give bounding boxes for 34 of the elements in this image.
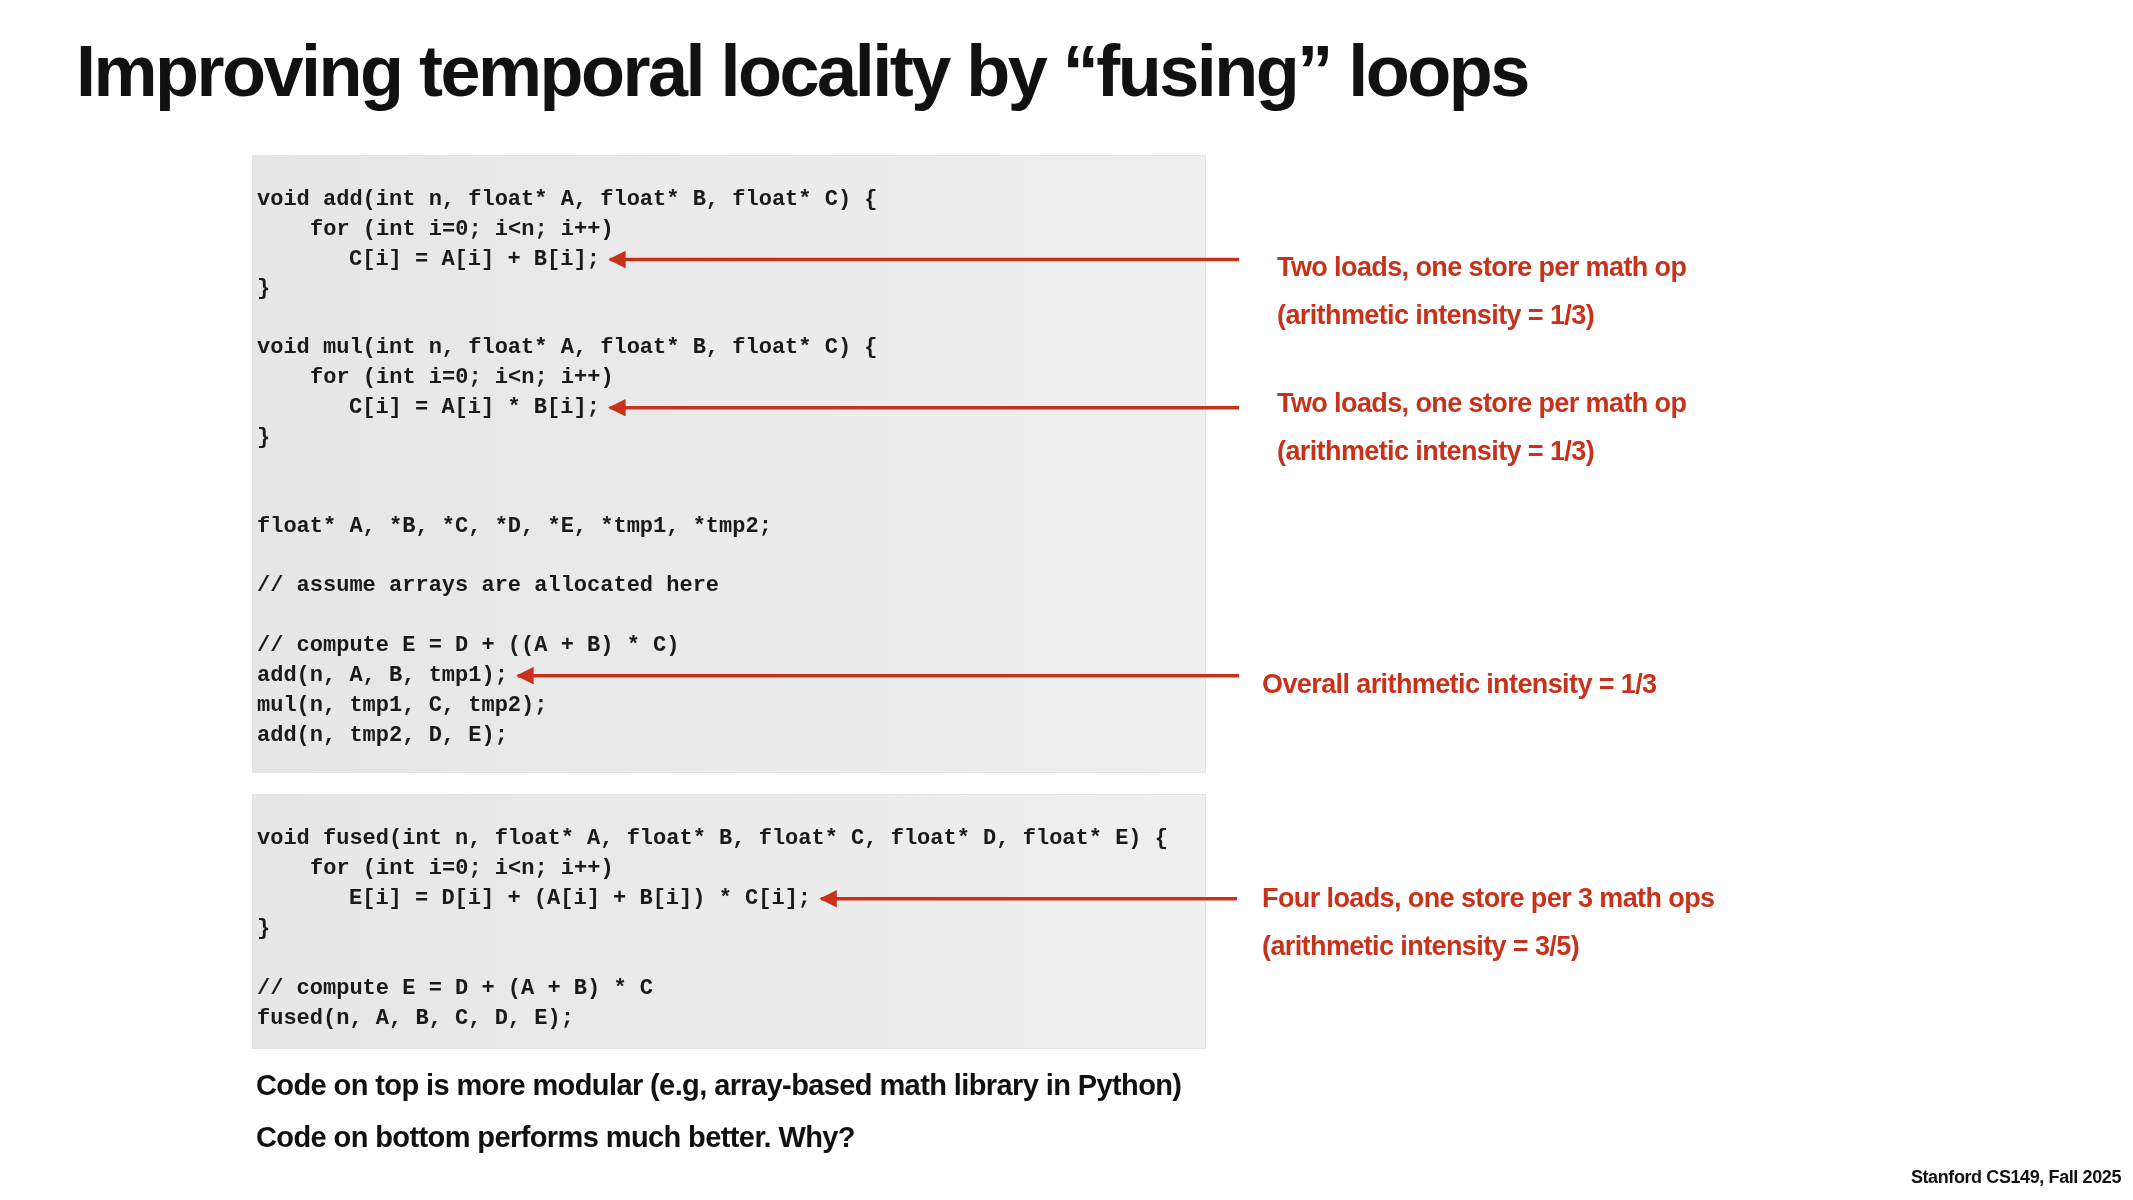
code-line: C[i] = A[i] * B[i]; <box>349 392 610 423</box>
code-line: C[i] = A[i] + B[i]; <box>349 244 610 275</box>
annotation-text: Two loads, one store per math op (arithmetic intensity = 1/3) <box>1239 243 1719 339</box>
code-line: void fused(int n, float* A, float* B, float* C, float* D, float* E) { <box>257 824 1168 854</box>
arrow <box>516 666 1239 685</box>
code-line: add(n, A, B, tmp1); <box>257 660 518 691</box>
arrow <box>608 250 1239 269</box>
code-line: // compute E = D + (A + B) * C <box>257 973 654 1004</box>
code-line: // assume arrays are allocated here <box>257 570 720 601</box>
code-line: } <box>257 913 271 944</box>
arrow <box>608 398 1239 417</box>
arrow <box>819 890 1237 908</box>
code-line: // compute E = D + ((A + B) * C) <box>257 630 680 661</box>
slide-title: Improving temporal locality by “fusing” loops <box>76 30 1528 112</box>
footer-text: Stanford CS149, Fall 2025 <box>1910 1167 2121 1188</box>
code-panel <box>252 155 1206 773</box>
code-line: E[i] = D[i] + (A[i] + B[i]) * C[i]; <box>349 883 822 914</box>
code-line: void add(int n, float* A, float* B, float* C) { <box>257 184 878 215</box>
code-panel <box>252 794 1206 1049</box>
code-line: mul(n, tmp1, C, tmp2); <box>257 690 548 721</box>
code-line: float* A, *B, *C, *D, *E, *tmp1, *tmp2; <box>257 512 772 543</box>
code-line: } <box>257 422 271 453</box>
annotation-text: Two loads, one store per math op (arithmetic intensity = 1/3) <box>1239 379 1719 475</box>
code-line: } <box>257 274 271 305</box>
code-line: fused(n, A, B, C, D, E); <box>257 1003 574 1034</box>
code-line: for (int i=0; i<n; i++) <box>310 853 614 884</box>
code-line: for (int i=0; i<n; i++) <box>310 362 614 393</box>
annotation-text: Overall arithmetic intensity = 1/3 <box>1239 660 1839 708</box>
code-line: add(n, tmp2, D, E); <box>257 720 508 751</box>
note-text: Code on top is more modular (e.g, array-based math library in Python) <box>256 1069 1182 1102</box>
annotation-text: Four loads, one store per 3 math ops (arithmetic intensity = 3/5) <box>1237 874 1737 970</box>
code-line: void mul(int n, float* A, float* B, float* C) { <box>257 332 878 363</box>
note-text: Code on bottom performs much better. Why? <box>256 1121 855 1154</box>
code-line: for (int i=0; i<n; i++) <box>310 214 614 245</box>
